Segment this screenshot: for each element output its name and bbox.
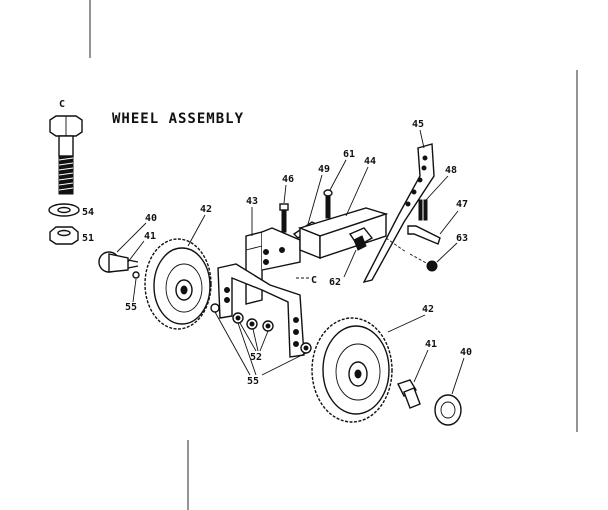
leader-55-c xyxy=(261,352,307,376)
label-55-bottom: 55 xyxy=(247,376,259,387)
leader-42-right xyxy=(387,314,426,333)
label-62: 62 xyxy=(329,277,341,288)
label-51: 51 xyxy=(82,233,94,244)
leader-49 xyxy=(307,174,323,225)
leader-52-c xyxy=(259,330,269,352)
leader-52-a xyxy=(239,322,257,352)
label-54: 54 xyxy=(82,207,94,218)
diagram-title: WHEEL ASSEMBLY xyxy=(112,111,244,127)
bolt-47 xyxy=(407,225,441,245)
label-43: 43 xyxy=(246,196,258,207)
wheel-42-right xyxy=(311,317,393,423)
lock-washer-54 xyxy=(48,203,80,217)
leader-40-left xyxy=(116,222,147,253)
leader-48 xyxy=(425,175,449,201)
label-45: 45 xyxy=(412,119,424,130)
nut-63 xyxy=(426,260,438,272)
label-41-right: 41 xyxy=(425,339,437,350)
leader-55-b xyxy=(237,322,257,376)
label-63: 63 xyxy=(456,233,468,244)
label-61: 61 xyxy=(343,149,355,160)
hardware-52-55 xyxy=(210,303,312,354)
label-40-left: 40 xyxy=(145,213,157,224)
hub-cap-40-left xyxy=(98,251,139,273)
label-48: 48 xyxy=(445,165,457,176)
nut-51 xyxy=(49,226,79,245)
leader-46 xyxy=(283,184,287,204)
leader-61 xyxy=(329,159,347,191)
bracket-43 xyxy=(217,227,305,358)
leader-47 xyxy=(439,210,459,235)
wheel-42-left xyxy=(144,238,212,330)
label-46: 46 xyxy=(282,174,294,185)
label-42-right: 42 xyxy=(422,304,434,315)
leader-40-right xyxy=(451,357,465,395)
label-40-right: 40 xyxy=(460,347,472,358)
tube-44 xyxy=(297,207,389,260)
leader-52-b xyxy=(252,328,259,352)
label-42-left: 42 xyxy=(200,204,212,215)
label-49: 49 xyxy=(318,164,330,175)
label-41-left: 41 xyxy=(144,231,156,242)
washer-55-left xyxy=(132,271,140,279)
pin-48 xyxy=(418,199,428,221)
leader-41-left xyxy=(127,240,145,263)
bolt-c xyxy=(49,115,83,195)
leader-41-right xyxy=(413,349,429,383)
leader-44 xyxy=(345,166,369,217)
leader-42-left xyxy=(187,214,206,247)
label-44: 44 xyxy=(364,156,376,167)
arm-45 xyxy=(362,143,435,284)
label-52: 52 xyxy=(250,352,262,363)
leader-63 xyxy=(436,242,458,263)
leader-55-a xyxy=(214,311,251,376)
label-55-left: 55 xyxy=(125,302,137,313)
clamp-62 xyxy=(348,227,374,251)
label-47: 47 xyxy=(456,199,468,210)
label-c-ref: C xyxy=(311,275,317,286)
leader-55-left xyxy=(132,278,137,303)
leader-62 xyxy=(343,249,357,278)
leader-45 xyxy=(419,129,425,149)
bolt-61 xyxy=(323,189,333,219)
hub-cap-40-right xyxy=(434,394,462,426)
centerline-63 xyxy=(409,253,429,265)
bolt-46 xyxy=(279,203,289,233)
shoulder-bolt-41-right xyxy=(397,379,421,409)
label-c-top: C xyxy=(59,99,65,110)
